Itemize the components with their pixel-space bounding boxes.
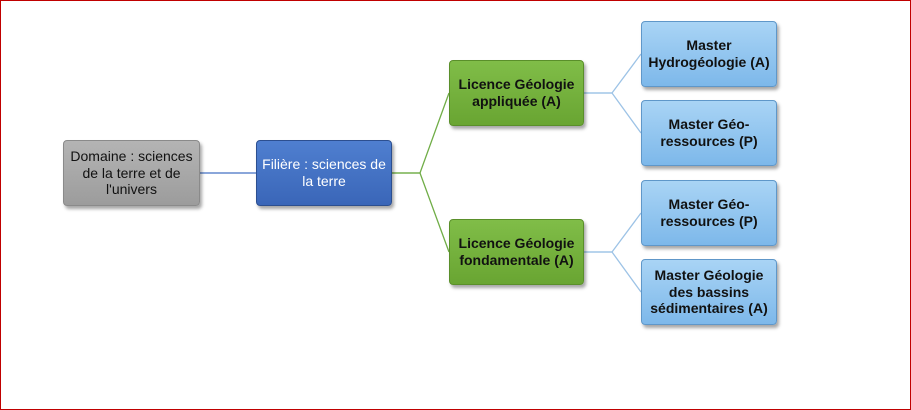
connector-licence2-master-bassins (584, 251, 642, 293)
node-domaine: Domaine : sciences de la terre et de l'u… (63, 140, 200, 206)
connector-licence2-master-georessources (584, 212, 642, 253)
connector-licence1-master-hydro (584, 53, 642, 94)
connector-licence1-master-georessources (584, 92, 642, 134)
node-filiere: Filière : sciences de la terre (256, 140, 392, 206)
node-master-georessources-2: Master Géo-ressources (P) (641, 180, 777, 246)
node-master-georessources-1: Master Géo-ressources (P) (641, 100, 777, 166)
node-master-hydrogeologie: Master Hydrogéologie (A) (641, 21, 777, 87)
connector-filiere-licence-fondamentale (392, 172, 450, 253)
node-licence-appliquee: Licence Géologie appliquée (A) (449, 60, 584, 126)
node-licence-fondamentale: Licence Géologie fondamentale (A) (449, 219, 584, 285)
node-master-bassins: Master Géologie des bassins sédimentaire… (641, 259, 777, 325)
connector-filiere-licence-appliquee (392, 92, 450, 174)
